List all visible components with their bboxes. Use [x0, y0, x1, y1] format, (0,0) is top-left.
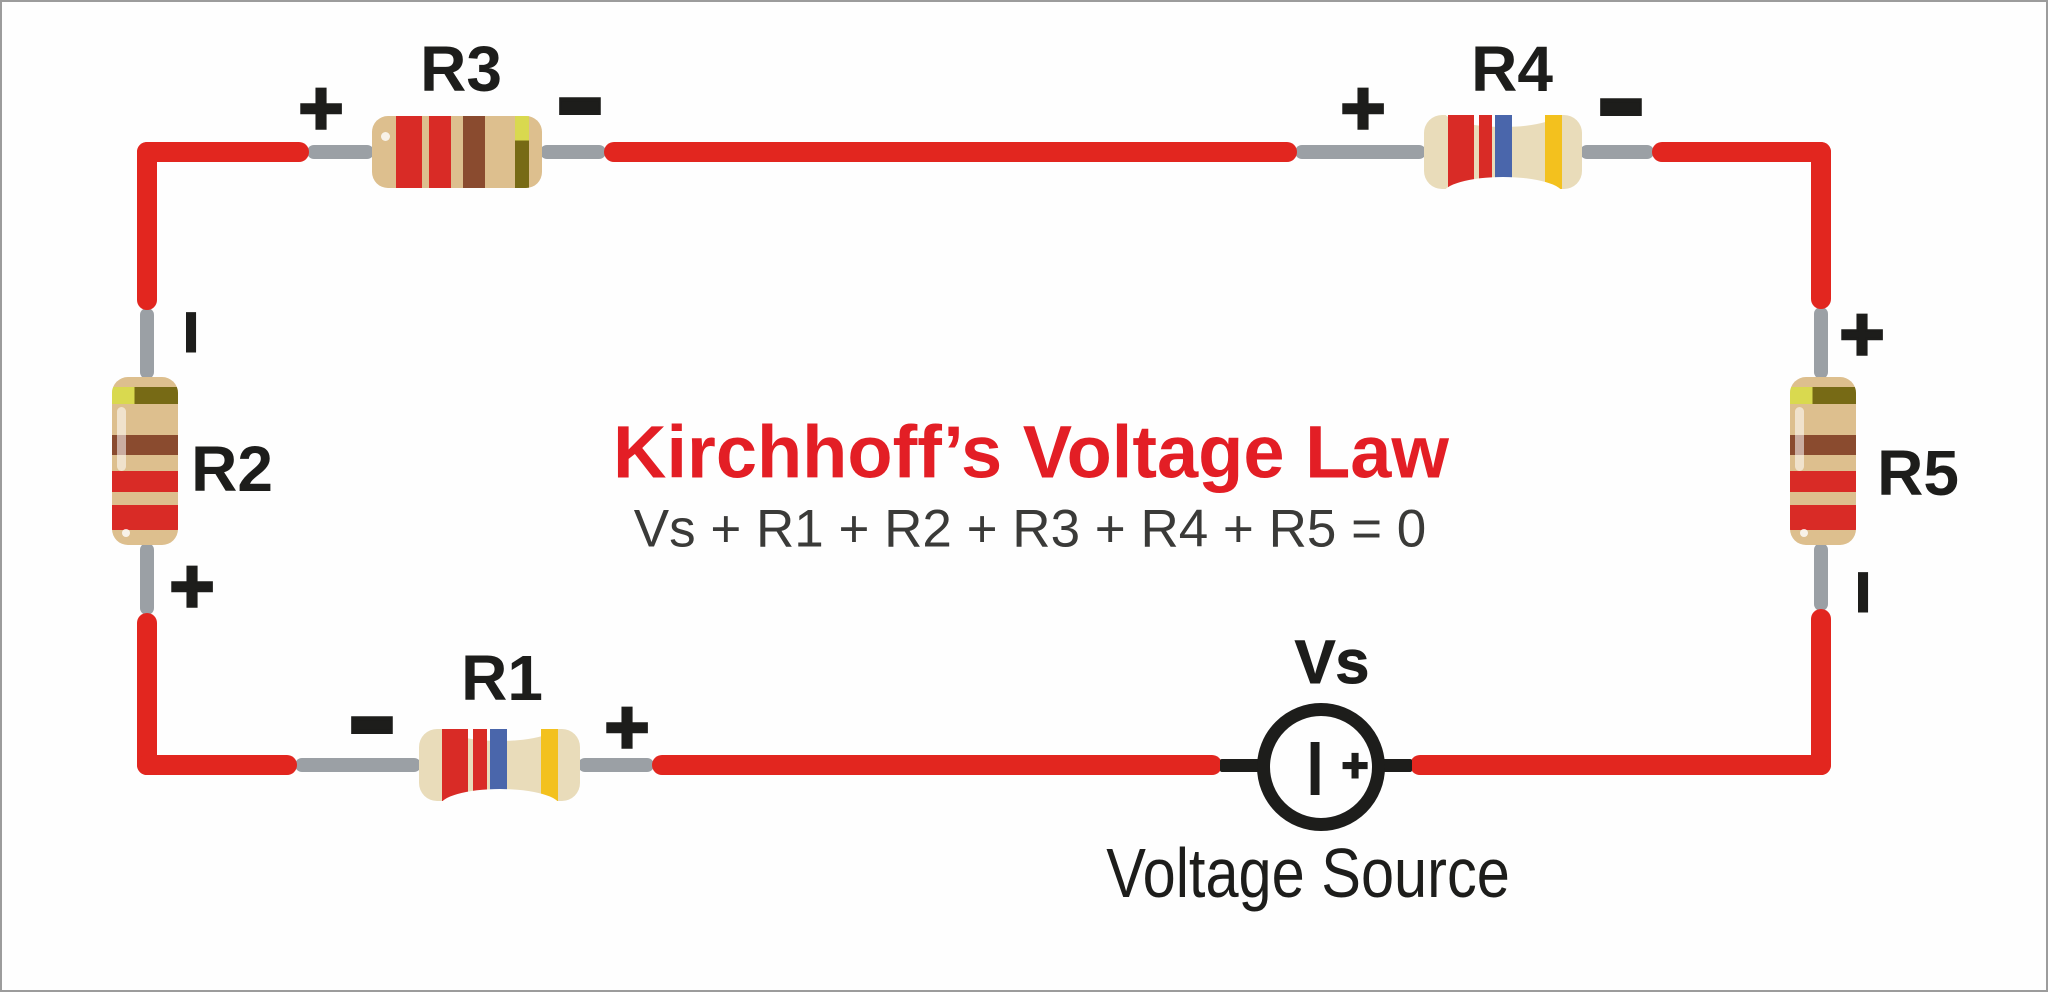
- resistor-band: [490, 729, 507, 801]
- resistor-label-r1: R1: [461, 642, 543, 714]
- resistor-label-r3: R3: [420, 33, 502, 105]
- resistor-band: [429, 116, 451, 188]
- polarity-plus-r2: +: [168, 540, 216, 631]
- resistor-band: [112, 505, 178, 530]
- body-highlight: [1795, 407, 1804, 471]
- voltage-source-positive-terminal: +: [1341, 738, 1370, 792]
- lead-r1-left: [295, 758, 421, 772]
- resistor-label-r4: R4: [1471, 33, 1553, 105]
- resistor-band: [1790, 387, 1856, 404]
- resistor-label-r2: R2: [191, 433, 273, 505]
- wire-right-upper: [1811, 142, 1831, 309]
- resistor-band: [112, 387, 178, 404]
- current-label-r2: I: [182, 300, 200, 365]
- resistor-band: [1545, 115, 1562, 189]
- body-highlight: [117, 407, 126, 471]
- kvl-equation: Vs + R1 + R2 + R3 + R4 + R5 = 0: [633, 499, 1427, 559]
- lead-r3-left: [307, 145, 374, 159]
- resistor-label-r5: R5: [1877, 437, 1959, 509]
- lead-r5-top: [1814, 307, 1828, 379]
- resistor-band: [1448, 115, 1474, 189]
- resistor-band: [112, 471, 178, 492]
- wire-left-upper: [137, 142, 157, 310]
- lead-r3-right: [540, 145, 606, 159]
- voltage-source-caption: Voltage Source: [1106, 834, 1510, 912]
- resistor-band: [463, 116, 485, 188]
- resistor-band: [1479, 115, 1492, 189]
- resistor-r1-body: [419, 729, 580, 801]
- lead-r4-left: [1295, 145, 1426, 159]
- lead-r4-right: [1580, 145, 1654, 159]
- wire-left-lower: [137, 613, 157, 775]
- resistor-band: [112, 435, 178, 455]
- body-highlight: [122, 529, 130, 537]
- resistor-r5-body: [1790, 377, 1856, 545]
- resistor-band: [1790, 435, 1856, 455]
- polarity-minus-r1: −: [348, 651, 396, 796]
- current-label-r5: I: [1854, 560, 1872, 625]
- polarity-plus-r1: +: [603, 681, 651, 772]
- resistor-band: [541, 729, 558, 801]
- wire-top-right: [1652, 142, 1831, 162]
- wire-top-left: [137, 142, 309, 162]
- diagram-title: Kirchhoff’s Voltage Law: [613, 410, 1449, 494]
- voltage-source-negative-terminal: |: [1306, 733, 1323, 795]
- resistor-band: [396, 116, 422, 188]
- wire-right-lower: [1811, 609, 1831, 775]
- voltage-source-name: Vs: [1294, 628, 1370, 697]
- wire-bottom-right: [1410, 755, 1831, 775]
- lead-r2-bottom: [140, 543, 154, 615]
- source-terminal-lead-left: [1220, 759, 1260, 772]
- polarity-minus-r3: −: [556, 32, 604, 177]
- resistor-r3-body: [372, 116, 542, 188]
- lead-r5-bottom: [1814, 543, 1828, 611]
- body-highlight: [381, 132, 390, 141]
- resistor-band: [1790, 471, 1856, 492]
- polarity-plus-r4: +: [1339, 62, 1387, 153]
- resistor-band: [1495, 115, 1512, 189]
- lead-r1-right: [578, 758, 654, 772]
- polarity-minus-r4: −: [1597, 33, 1645, 178]
- resistor-band: [442, 729, 468, 801]
- polarity-plus-r3: +: [297, 62, 345, 153]
- resistor-r4-body: [1424, 115, 1582, 189]
- resistor-band: [473, 729, 487, 801]
- polarity-plus-r5: +: [1838, 288, 1886, 379]
- source-terminal-lead-right: [1382, 759, 1412, 772]
- resistor-r2-body: [112, 377, 178, 545]
- resistor-band: [1790, 505, 1856, 530]
- body-highlight: [1800, 529, 1808, 537]
- resistor-band: [515, 116, 529, 188]
- lead-r2-top: [140, 308, 154, 379]
- wire-bottom-middle: [652, 755, 1222, 775]
- wire-bottom-left: [137, 755, 297, 775]
- wire-top-middle: [604, 142, 1297, 162]
